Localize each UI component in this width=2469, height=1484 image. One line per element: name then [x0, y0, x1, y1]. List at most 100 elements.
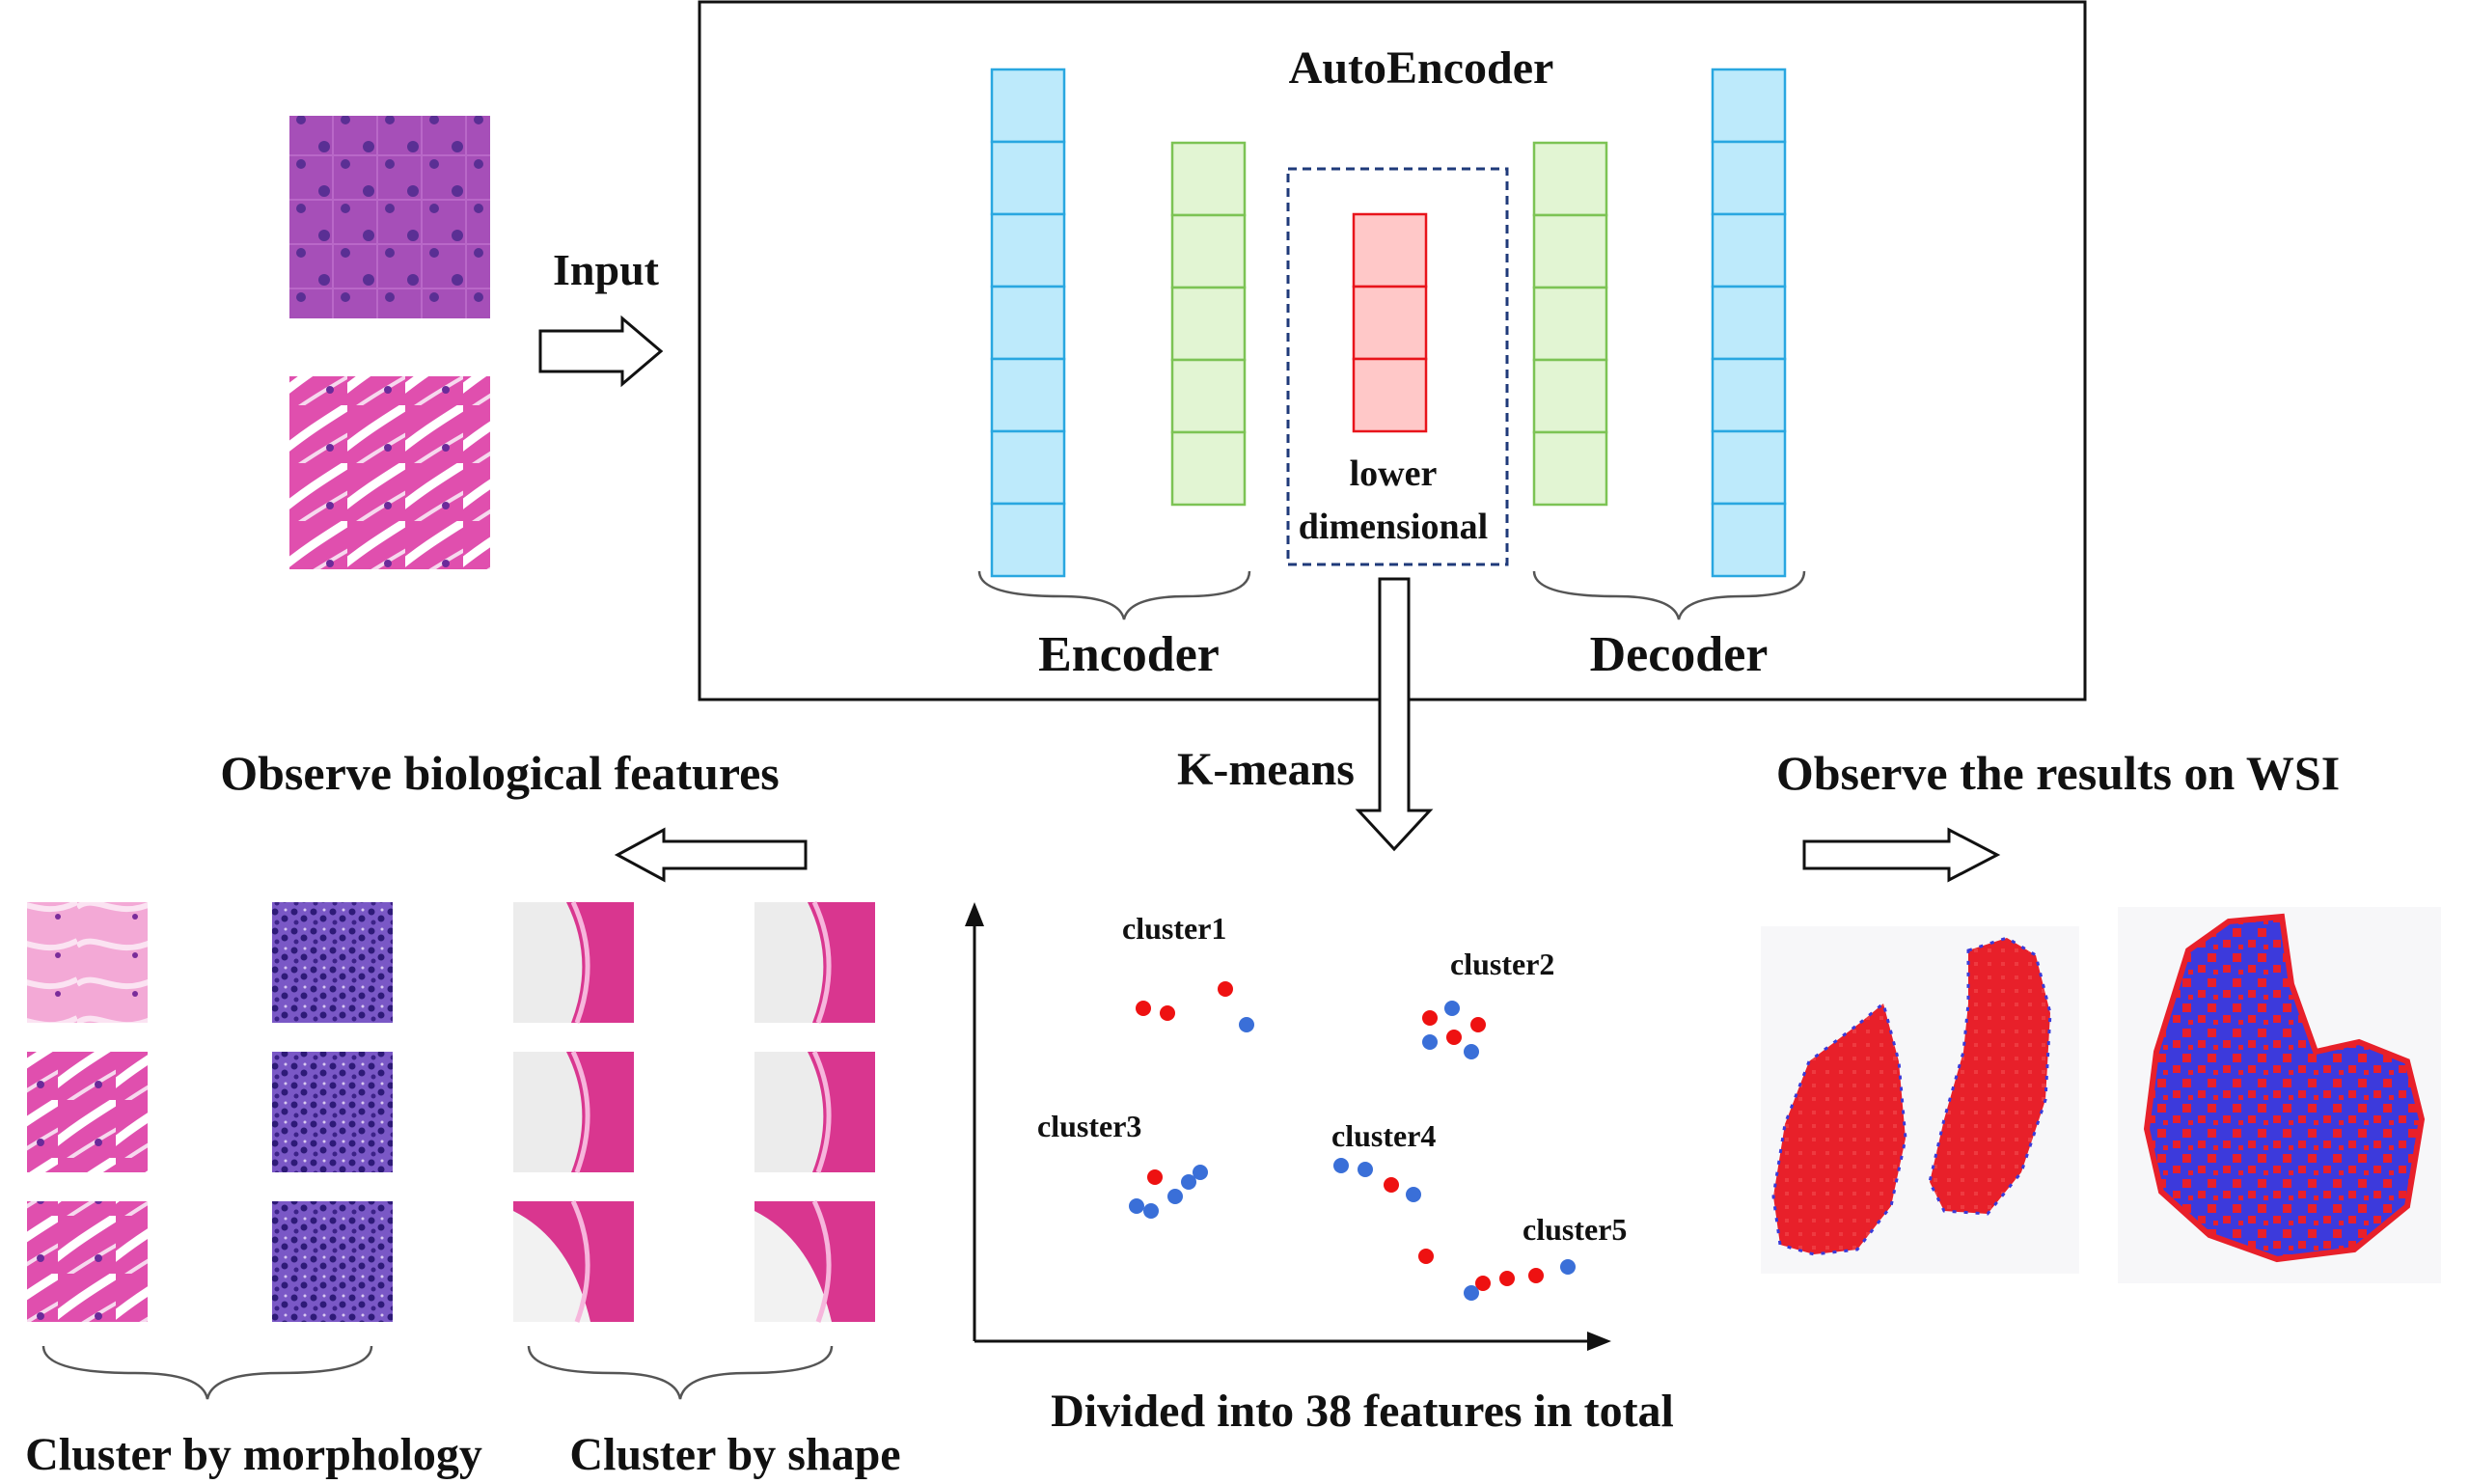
encoder-input-layer-unit — [990, 285, 1066, 361]
tissue-patch-fill — [272, 1052, 393, 1172]
latent-layer-unit — [1352, 212, 1428, 289]
observe-wsi-label: Observe the results on WSI — [1776, 746, 2340, 800]
cluster-point — [1160, 1005, 1175, 1021]
cluster-point — [1470, 1017, 1486, 1032]
encoder-hidden-layer-unit — [1170, 213, 1247, 289]
latent-layer-unit — [1352, 357, 1428, 433]
input-tissue-muscle — [289, 376, 490, 569]
cluster-point — [1143, 1203, 1159, 1219]
wsi-right-tissue — [2143, 913, 2426, 1263]
encoder-input-layer-unit — [990, 502, 1066, 578]
cluster-point — [1384, 1177, 1399, 1193]
cluster-point — [1444, 1001, 1460, 1016]
tissue-patch — [272, 902, 393, 1023]
divided-label: Divided into 38 features in total — [1051, 1386, 1674, 1437]
encoder-input-layer-unit — [990, 140, 1066, 216]
autoencoder-title: AutoEncoder — [1289, 42, 1554, 94]
cluster-point — [1147, 1169, 1163, 1185]
tissue-edge-highlight — [811, 1050, 832, 1173]
input-label: Input — [553, 245, 660, 294]
decoder-hidden-layer — [1532, 141, 1608, 507]
cluster-point — [1422, 1034, 1438, 1050]
cluster-group: cluster4 — [1331, 1118, 1436, 1202]
tissue-patch — [513, 1050, 634, 1173]
kmeans-label: K-means — [1177, 744, 1355, 795]
lower-dimensional-box — [1286, 167, 1509, 566]
shape-brace — [527, 1345, 834, 1400]
latent-layer — [1352, 212, 1428, 433]
cluster-point — [1129, 1198, 1144, 1214]
cluster-point — [1333, 1158, 1349, 1173]
input-tissue-cells — [289, 116, 490, 318]
tissue-edge-highlight — [570, 1050, 590, 1173]
tissue-patch — [27, 1052, 148, 1172]
input-arrow — [538, 315, 664, 388]
cluster-point — [1358, 1162, 1373, 1177]
tissue-patch — [272, 1052, 393, 1172]
decoder-output-layer-unit — [1711, 212, 1787, 289]
wsi-left-tissue-a — [1771, 1001, 1907, 1256]
morphology-brace — [41, 1345, 373, 1400]
cluster-group: cluster2 — [1422, 947, 1554, 1059]
tissue-patch-fill — [27, 1201, 148, 1322]
tissue-patch — [27, 902, 148, 1023]
kmeans-arrow — [1355, 577, 1434, 852]
encoder-hidden-layer-unit — [1170, 141, 1247, 217]
encoder-input-layer-unit — [990, 429, 1066, 506]
encoder-input-layer — [990, 68, 1066, 578]
encoder-hidden-layer — [1170, 141, 1247, 507]
decoder-output-layer-unit — [1711, 502, 1787, 578]
tissue-patch — [754, 1199, 875, 1323]
cluster-point — [1418, 1249, 1434, 1264]
wsi-left-tissue-b — [1928, 936, 2052, 1216]
y-axis-arrowhead — [965, 902, 984, 926]
decoder-brace — [1532, 570, 1806, 620]
latent-layer-unit — [1352, 285, 1428, 361]
cluster-point — [1239, 1017, 1254, 1032]
cluster-point — [1167, 1189, 1183, 1204]
cluster-point — [1193, 1165, 1208, 1180]
decoder-hidden-layer-unit — [1532, 141, 1608, 217]
tissue-edge-highlight — [811, 900, 832, 1024]
tissue-patch-fill — [272, 1201, 393, 1322]
decoder-label: Decoder — [1590, 627, 1769, 682]
observe-bio-arrow — [614, 827, 808, 883]
cluster-group: cluster1 — [1122, 911, 1254, 1032]
observe-bio-label: Observe biological features — [220, 746, 780, 800]
cluster-shape-label: Cluster by shape — [569, 1429, 900, 1480]
cluster-point — [1499, 1271, 1515, 1286]
lower-label-1: lower — [1350, 453, 1438, 494]
decoder-output-layer — [1711, 68, 1787, 578]
cluster-point — [1475, 1276, 1491, 1291]
encoder-input-layer-unit — [990, 357, 1066, 433]
wsi-images — [1761, 907, 2441, 1283]
cluster-morphology-label: Cluster by morphology — [25, 1429, 482, 1480]
tissue-patch — [513, 1199, 634, 1323]
tissue-edge-highlight — [570, 1199, 590, 1323]
cluster-point — [1528, 1268, 1544, 1283]
tissue-edge — [513, 1201, 634, 1322]
encoder-hidden-layer-unit — [1170, 358, 1247, 434]
tissue-edge-highlight — [570, 900, 590, 1024]
encoder-input-layer-unit — [990, 212, 1066, 289]
cluster-group: cluster5 — [1418, 1212, 1627, 1301]
cluster-point — [1422, 1010, 1438, 1026]
encoder-hidden-layer-unit — [1170, 286, 1247, 362]
tissue-patch-fill — [27, 1052, 148, 1172]
tissue-patch — [513, 900, 634, 1024]
patch-grid — [27, 900, 875, 1323]
decoder-output-layer-unit — [1711, 68, 1787, 144]
decoder-hidden-layer-unit — [1532, 286, 1608, 362]
cluster-label: cluster3 — [1037, 1109, 1141, 1143]
decoder-hidden-layer-unit — [1532, 358, 1608, 434]
cluster-point — [1464, 1285, 1479, 1301]
cluster-label: cluster1 — [1122, 911, 1226, 946]
cluster-label: cluster4 — [1331, 1118, 1436, 1153]
scatter-axes — [965, 902, 1611, 1351]
tissue-patch-fill — [27, 902, 148, 1023]
lower-label-2: dimensional — [1299, 507, 1488, 547]
cluster-point — [1406, 1187, 1421, 1202]
cluster-group: cluster3 — [1037, 1109, 1208, 1219]
cluster-point — [1464, 1044, 1479, 1059]
